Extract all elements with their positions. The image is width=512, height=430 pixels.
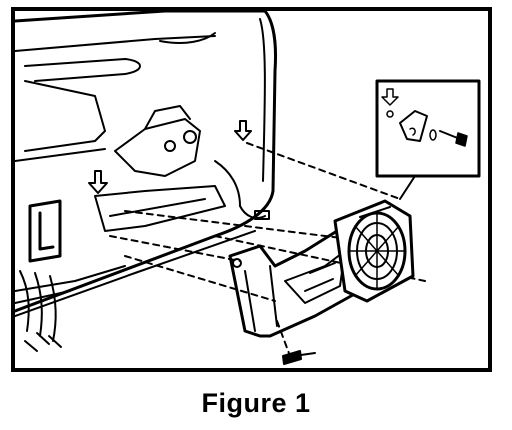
callout-line	[399, 175, 416, 200]
detail-inset	[375, 79, 481, 178]
down-arrow-icon	[88, 120, 252, 194]
door-speaker-diagram	[15, 11, 481, 365]
door-inner-details	[15, 32, 270, 352]
screw-icon	[282, 350, 316, 365]
speaker-grille-icon	[333, 199, 415, 303]
figure-frame	[11, 7, 492, 372]
figure-caption: Figure 1	[201, 388, 311, 418]
door-panel	[15, 11, 277, 317]
